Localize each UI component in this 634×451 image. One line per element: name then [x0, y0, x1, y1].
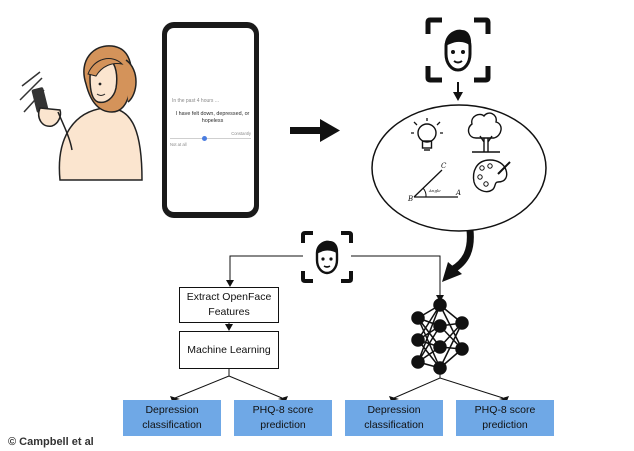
branch-connectors [229, 255, 441, 296]
arrow-to-stimuli [290, 119, 340, 142]
arrow-to-ml-box [225, 324, 233, 331]
output-depression-classification-right: Depression classification [345, 400, 443, 436]
arrow-to-output-1 [170, 396, 180, 401]
arrow-to-network [442, 229, 474, 282]
output-label: Depression classification [142, 404, 202, 431]
scale-right-label: Constantly [231, 131, 251, 136]
response-slider-thumb[interactable] [201, 136, 207, 141]
response-slider-track[interactable] [170, 138, 251, 139]
angle-label-angle: Angle [428, 188, 441, 193]
questionnaire-header: In the past 4 hours ... [172, 98, 219, 104]
output-label: Depression classification [364, 404, 424, 431]
machine-learning-label: Machine Learning [187, 343, 271, 356]
stimuli-ellipse [371, 104, 547, 232]
angle-icon: B A C Angle [407, 162, 461, 203]
lightbulb-icon [411, 118, 443, 151]
extract-openface-features-label: Extract OpenFace Features [186, 291, 272, 318]
right-output-connectors [393, 374, 504, 399]
output-depression-classification-left: Depression classification [123, 400, 221, 436]
palette-icon [472, 159, 511, 193]
left-output-connectors [174, 369, 283, 399]
phone-screen: In the past 4 hours ... I have felt down… [167, 28, 254, 212]
angle-label-a: A [455, 189, 461, 197]
person-with-phone-illustration [19, 45, 143, 181]
arrow-to-ellipse [453, 82, 463, 101]
arrow-to-output-2 [278, 396, 288, 401]
angle-label-b: B [407, 195, 413, 203]
face-scan-icon [301, 231, 353, 283]
tree-icon [467, 112, 502, 153]
arrow-to-output-4 [499, 396, 509, 401]
output-label: PHQ-8 score prediction [474, 404, 536, 431]
neural-network-icon [411, 298, 469, 375]
output-phq8-prediction-right: PHQ-8 score prediction [456, 400, 554, 436]
angle-label-c: C [441, 162, 447, 170]
extract-openface-features-box: Extract OpenFace Features [179, 287, 279, 323]
questionnaire-question: I have felt down, depressed, or hopeless [175, 111, 250, 124]
output-label: PHQ-8 score prediction [252, 404, 314, 431]
output-phq8-prediction-left: PHQ-8 score prediction [234, 400, 332, 436]
machine-learning-box: Machine Learning [179, 331, 279, 369]
phone-frame: In the past 4 hours ... I have felt down… [162, 22, 259, 218]
image-credit: © Campbell et al [4, 434, 98, 451]
face-scan-icon [425, 17, 491, 83]
arrow-to-openface [226, 280, 234, 287]
scale-left-label: Not at all [170, 142, 187, 147]
arrow-to-output-3 [389, 396, 399, 401]
